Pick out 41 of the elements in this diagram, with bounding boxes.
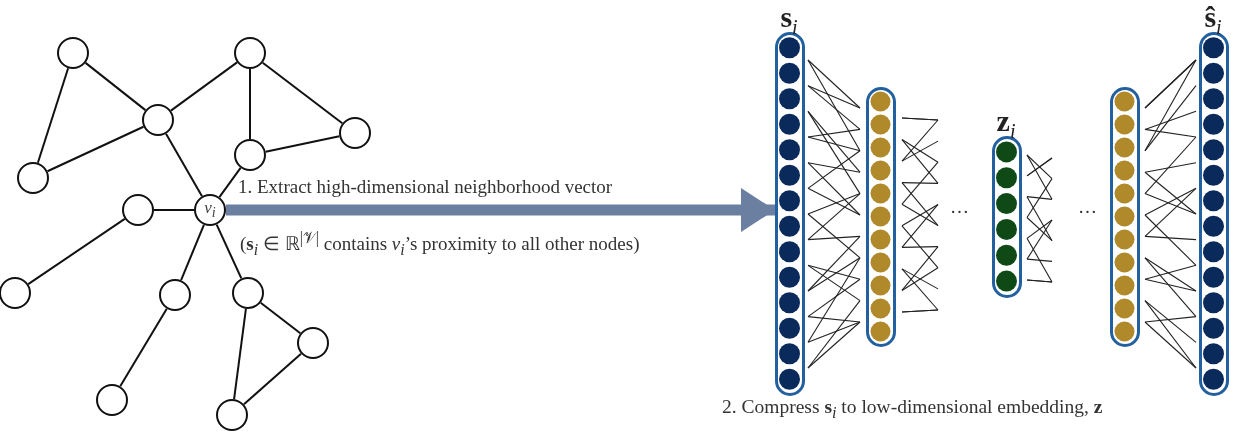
graph-node-circle xyxy=(216,399,248,431)
graph-edge xyxy=(36,67,70,164)
node-label: v$_{i}$ xyxy=(204,198,216,222)
graph-edge xyxy=(84,61,147,112)
graph-edge xyxy=(165,132,203,198)
vector-label: ŝ$_{i}$ xyxy=(1203,0,1223,39)
graph-edge xyxy=(27,217,126,286)
arrow xyxy=(226,188,775,232)
step-label: 1. Extract high-dimensional neighborhood vector xyxy=(238,176,613,198)
graph-edge xyxy=(264,135,341,153)
graph-edge xyxy=(218,166,242,199)
graph-edge xyxy=(180,223,205,282)
graph-edge xyxy=(233,307,247,401)
graph-edge xyxy=(169,61,239,112)
graph-node-circle xyxy=(57,37,89,69)
step-label: 2. Compress s$_{i}$ to low-dimensional embedding, z xyxy=(722,396,1103,423)
graph-edge xyxy=(261,61,344,125)
graph-node-circle xyxy=(194,194,226,226)
graph-edge xyxy=(119,307,168,388)
graph-edge xyxy=(46,125,145,173)
graph-edge xyxy=(153,209,195,211)
graph-edge xyxy=(249,68,251,140)
graph-node-circle xyxy=(232,277,264,309)
vector-label: z$_{i}$ xyxy=(995,104,1017,143)
graph-node-circle xyxy=(0,277,31,309)
graph-node-circle xyxy=(234,37,266,69)
step-note: (s$_{i}$ ∈ ℝ$^{|𝒱|}$ contains v$_{i}$’s proximity to all other nodes) xyxy=(240,229,640,260)
graph-node-circle xyxy=(17,162,49,194)
graph-node-circle xyxy=(339,117,371,149)
graph-edge xyxy=(259,301,302,335)
graph-node-circle xyxy=(142,104,174,136)
vector-label: s$_{i}$ xyxy=(779,0,799,39)
graph-node-circle xyxy=(159,279,191,311)
graph-edge xyxy=(242,352,303,406)
ellipsis-label: … xyxy=(950,196,969,218)
graph-edge xyxy=(215,223,243,280)
graph-node-circle xyxy=(96,384,128,416)
graph-node-circle xyxy=(122,194,154,226)
graph-node-circle xyxy=(297,327,329,359)
graph-node-circle xyxy=(234,139,266,171)
ellipsis-label: … xyxy=(1078,196,1097,218)
